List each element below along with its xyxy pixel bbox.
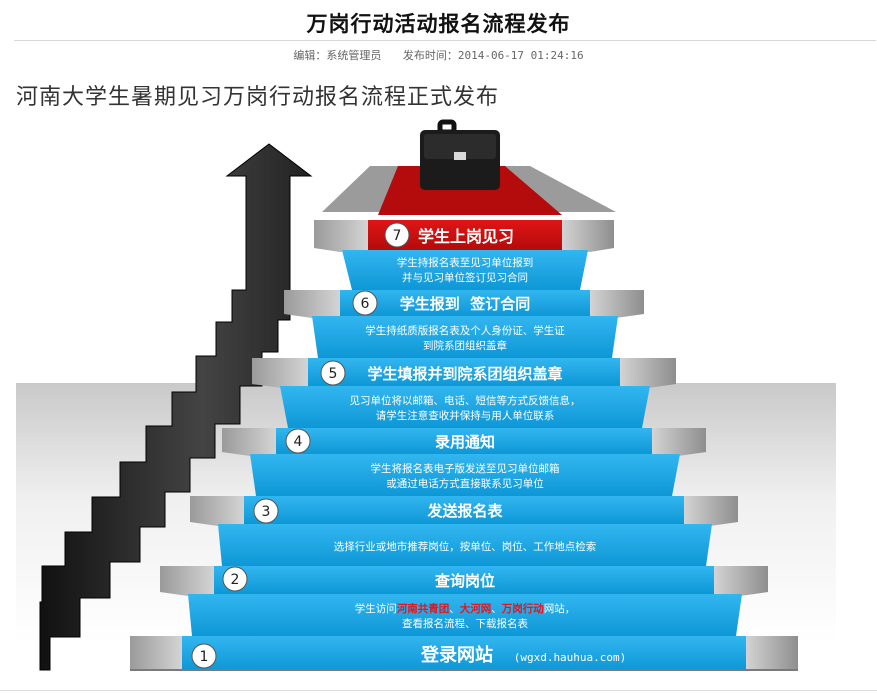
step-3-title: 发送报名表 [426, 502, 503, 520]
step-7-title: 学生上岗见习 [418, 227, 514, 246]
desc-4-line-1: 见习单位将以邮箱、电话、短信等方式反馈信息， [350, 394, 581, 407]
step-number-7: 7 [384, 222, 410, 248]
briefcase-icon [420, 119, 500, 190]
publish-time-value: 2014-06-17 01:24:16 [457, 49, 584, 62]
step-1-url: (wgxd.hauhua.com) [514, 651, 627, 664]
step-2-number: 2 [231, 572, 240, 588]
step-descriptions: 学生持报名表至见习单位报到 并与见习单位签订见习合同 学生持纸质版报名表及个人身… [334, 256, 597, 630]
desc-5-line-2: 到院系团组织盖章 [423, 339, 507, 352]
desc-6-line-1: 学生持报名表至见习单位报到 [397, 256, 534, 269]
desc-1-suffix: 网站， [544, 602, 576, 615]
desc-1-prefix: 学生访问 [355, 602, 397, 615]
step-4-number: 4 [294, 434, 303, 450]
desc-3-line-1: 学生将报名表电子版发送至见习单位邮箱 [371, 462, 560, 475]
step-number-3: 3 [253, 498, 279, 524]
step-1-title: 登录网站 [420, 644, 493, 666]
desc-1-line-1: 学生访问河南共青团、大河网、万岗行动网站， [355, 602, 576, 615]
rising-stair-arrow-icon [39, 143, 313, 671]
editor-label: 编辑：系统管理员 [293, 49, 382, 62]
step-5-title: 学生填报并到院系团组织盖章 [367, 365, 562, 383]
desc-5-line-1: 学生持纸质版报名表及个人身份证、学生证 [365, 324, 565, 337]
desc-1-link-wangang: 万岗行动 [501, 602, 544, 615]
step-6-number: 6 [361, 296, 370, 312]
publish-time: 发布时间：2014-06-17 01:24:16 [403, 49, 584, 62]
step-6-title: 学生报到 签订合同 [400, 295, 530, 313]
desc-1-link-dahe: 大河网 [460, 602, 492, 615]
step-number-4: 4 [285, 428, 311, 454]
article-headline: 河南大学生暑期见习万岗行动报名流程正式发布 [16, 85, 500, 110]
step-number-5: 5 [320, 360, 346, 386]
step-3-number: 3 [262, 504, 271, 520]
desc-1-link-henan-cyl: 河南共青团 [397, 602, 450, 615]
desc-2: 选择行业或地市推荐岗位，按单位、岗位、工作地点检索 [334, 540, 597, 553]
step-5-number: 5 [329, 366, 338, 382]
step-4-title: 录用通知 [435, 433, 495, 451]
step-number-1: 1 [191, 643, 217, 669]
step-number-6: 6 [352, 290, 378, 316]
desc-1-line-2: 查看报名流程、下载报名表 [402, 617, 528, 630]
desc-1-sep-2: 、 [491, 603, 502, 615]
article-meta: 编辑：系统管理员 发布时间：2014-06-17 01:24:16 [0, 47, 877, 63]
step-number-2: 2 [222, 566, 248, 592]
step-1-number: 1 [200, 649, 209, 665]
desc-4-line-2: 请学生注意查收并保持与用人单位联系 [376, 409, 555, 422]
title-divider [14, 40, 876, 41]
desc-1-sep-1: 、 [449, 603, 460, 615]
article-title: 万岗行动活动报名流程发布 [306, 12, 571, 36]
step-7-number: 7 [393, 228, 402, 244]
publish-time-label: 发布时间： [402, 49, 458, 62]
desc-3-line-2: 或通过电话方式直接联系见习单位 [386, 477, 544, 490]
stair-structure [130, 220, 798, 671]
step-2-title: 查询岗位 [435, 572, 495, 590]
desc-6-line-2: 并与见习单位签订见习合同 [402, 271, 528, 284]
bottom-divider [0, 690, 877, 691]
